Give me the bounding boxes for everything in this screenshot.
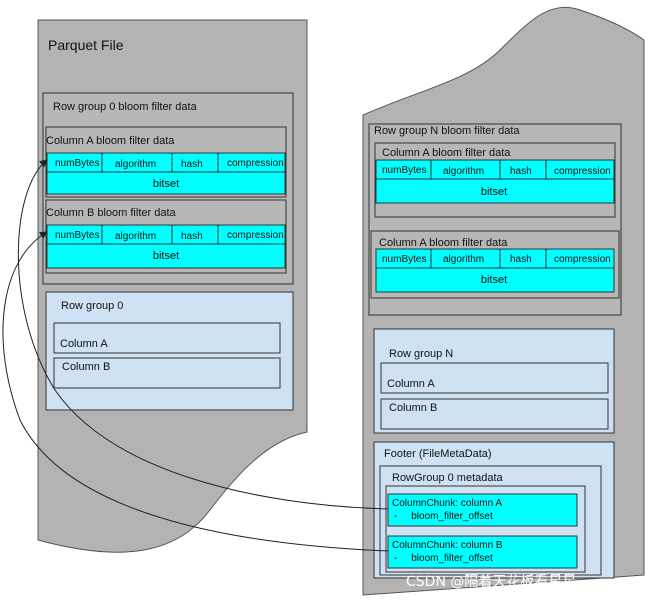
left-colB-h-numbytes: numBytes [55, 230, 99, 241]
right-col2-h-algorithm: algorithm [443, 254, 484, 265]
left-rowgroup-colB [53, 357, 281, 389]
right-col1-h-numbytes: numBytes [382, 165, 426, 176]
left-colA-bitset-label: bitset [153, 178, 179, 190]
right-col1-bitset [375, 178, 615, 204]
right-rowgroup-colB-label: Column B [389, 402, 437, 414]
left-colA-h-hash: hash [181, 159, 203, 170]
left-colA-bitset [46, 171, 286, 195]
left-colB-h-compression: compression [227, 230, 284, 241]
left-colB-bitset-label: bitset [153, 250, 179, 262]
left-rowgroup-colB-label: Column B [62, 361, 110, 373]
right-col1-bitset-label: bitset [481, 186, 507, 198]
right-rowgroup-colB [380, 398, 609, 430]
left-rowgroup-title: Row group 0 [61, 300, 123, 312]
left-colA-h-numbytes: numBytes [55, 158, 99, 169]
right-col1-h-compression: compression [554, 166, 611, 177]
watermark: CSDN @隔着天花板看星星 [406, 574, 576, 590]
left-colA-h-compression: compression [227, 158, 284, 169]
left-colA-bloom-title: Column A bloom filter data [46, 135, 175, 147]
right-col2-bitset-label: bitset [481, 274, 507, 286]
right-col2-h-hash: hash [510, 254, 532, 265]
arrow-offset-A [17, 159, 389, 510]
chunk-colB-box [387, 535, 578, 569]
left-bloom-section-title: Row group 0 bloom filter data [53, 101, 198, 113]
right-col1-h-hash: hash [510, 166, 532, 177]
chunk-colA-field: - bloom_filter_offset [394, 511, 493, 522]
right-rowgroup-title: Row group N [389, 348, 453, 360]
chunk-colA-title: ColumnChunk: column A [392, 498, 502, 509]
right-col2-h-numbytes: numBytes [382, 254, 426, 265]
right-col1-bloom-title: Column A bloom filter data [382, 147, 511, 159]
right-col1-h-algorithm: algorithm [443, 166, 484, 177]
left-file-title: Parquet File [48, 37, 124, 53]
right-col2-bitset [375, 267, 615, 293]
right-rowgroup-colA [380, 362, 609, 394]
chunk-colA-box [387, 493, 578, 527]
rowgroup-meta-title: RowGroup 0 metadata [392, 472, 504, 484]
chunk-colB-title: ColumnChunk: column B [392, 540, 503, 551]
left-colB-bloom-title: Column B bloom filter data [46, 207, 176, 219]
right-col2-bloom-title: Column A bloom filter data [379, 237, 508, 249]
right-rowgroup-colA-label: Column A [387, 378, 435, 390]
footer-title: Footer (FileMetaData) [384, 448, 492, 460]
right-col2-h-compression: compression [554, 254, 611, 265]
left-colA-h-algorithm: algorithm [115, 159, 156, 170]
left-rowgroup-colA [53, 322, 281, 354]
left-colB-h-hash: hash [181, 231, 203, 242]
chunk-colB-field: - bloom_filter_offset [394, 553, 493, 564]
left-colB-h-algorithm: algorithm [115, 231, 156, 242]
left-rowgroup-colA-label: Column A [60, 338, 108, 350]
left-colB-bitset [46, 243, 286, 269]
right-bloom-section-title: Row group N bloom filter data [374, 125, 520, 137]
arrow-offset-B [2, 231, 389, 552]
